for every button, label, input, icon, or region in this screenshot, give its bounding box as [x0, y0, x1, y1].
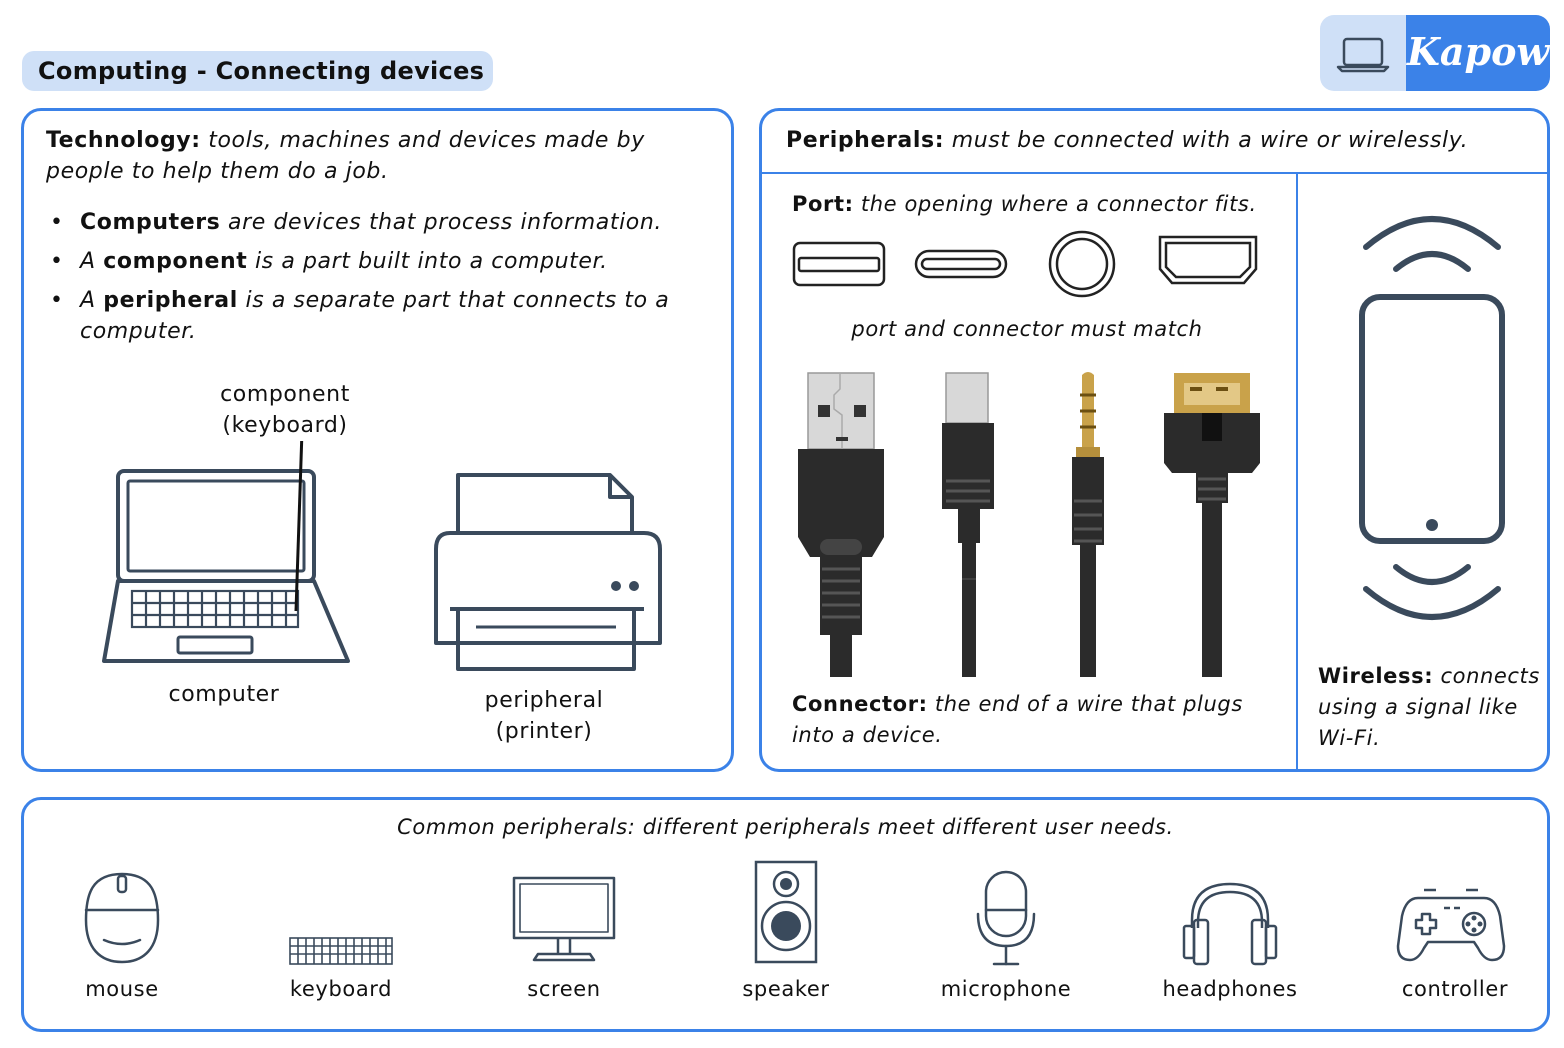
- speaker-icon: [754, 860, 818, 964]
- hdmi-port-icon: [1158, 235, 1258, 285]
- technology-panel: Technology: tools, machines and devices …: [21, 108, 734, 772]
- computer-label: computer: [168, 682, 280, 707]
- bullet-component: A component is a part built into a compu…: [46, 246, 686, 277]
- usb-a-port-icon: [792, 241, 886, 287]
- laptop-logo-icon: [1320, 15, 1406, 91]
- microphone-icon: [976, 870, 1036, 966]
- hdmi-connector-icon: [1164, 373, 1260, 677]
- bullet-peripheral: A peripheral is a separate part that con…: [46, 285, 686, 347]
- peripherals-definition: Peripherals: must be connected with a wi…: [786, 128, 1469, 153]
- usb-c-connector-icon: [942, 372, 994, 677]
- mouse-label: mouse: [85, 977, 159, 1001]
- controller-label: controller: [1401, 977, 1509, 1001]
- peripherals-divider: [762, 172, 1547, 174]
- peripheral-label: peripheral (printer): [484, 688, 604, 744]
- wireless-divider: [1296, 172, 1298, 770]
- keyboard-icon: [289, 937, 393, 965]
- peripherals-panel: Peripherals: must be connected with a wi…: [759, 108, 1550, 772]
- common-peripherals-panel: Common peripherals: different peripheral…: [21, 797, 1550, 1032]
- brand-logo: Kapow: [1320, 15, 1550, 91]
- technology-term: Technology:: [46, 128, 201, 153]
- keyboard-label: keyboard: [289, 977, 393, 1001]
- printer-illustration: [434, 473, 662, 671]
- page-title: Computing - Connecting devices: [38, 57, 485, 85]
- connector-definition: Connector: the end of a wire that plugs …: [792, 692, 1243, 747]
- component-label: component (keyboard): [220, 382, 350, 438]
- headphones-label: headphones: [1162, 977, 1298, 1001]
- technology-definition: Technology: tools, machines and devices …: [46, 128, 645, 184]
- bullet-computers: Computers are devices that process infor…: [46, 207, 686, 238]
- wireless-phone-icon: [1359, 216, 1505, 620]
- usb-c-port-icon: [914, 249, 1008, 279]
- laptop-illustration: [102, 441, 350, 663]
- microphone-label: microphone: [940, 977, 1072, 1001]
- match-label: port and connector must match: [851, 317, 1203, 341]
- connectors-row: [798, 372, 1260, 677]
- audio-port-icon: [1048, 230, 1116, 298]
- port-definition: Port: the opening where a connector fits…: [792, 192, 1257, 216]
- usb-a-connector-icon: [798, 372, 884, 677]
- brand-name: Kapow: [1406, 29, 1550, 74]
- page-title-pill: Computing - Connecting devices: [22, 51, 493, 91]
- wireless-definition: Wireless: connects using a signal like W…: [1318, 664, 1540, 750]
- headphones-icon: [1182, 882, 1278, 966]
- audio-jack-connector-icon: [1072, 372, 1104, 677]
- speaker-label: speaker: [742, 977, 830, 1001]
- controller-icon: [1396, 888, 1506, 962]
- ports-row: [792, 230, 1258, 298]
- screen-label: screen: [527, 977, 601, 1001]
- screen-icon: [512, 876, 616, 962]
- common-peripherals-caption: Common peripherals: different peripheral…: [397, 815, 1174, 839]
- technology-bullets: Computers are devices that process infor…: [46, 207, 686, 355]
- mouse-icon: [84, 872, 160, 964]
